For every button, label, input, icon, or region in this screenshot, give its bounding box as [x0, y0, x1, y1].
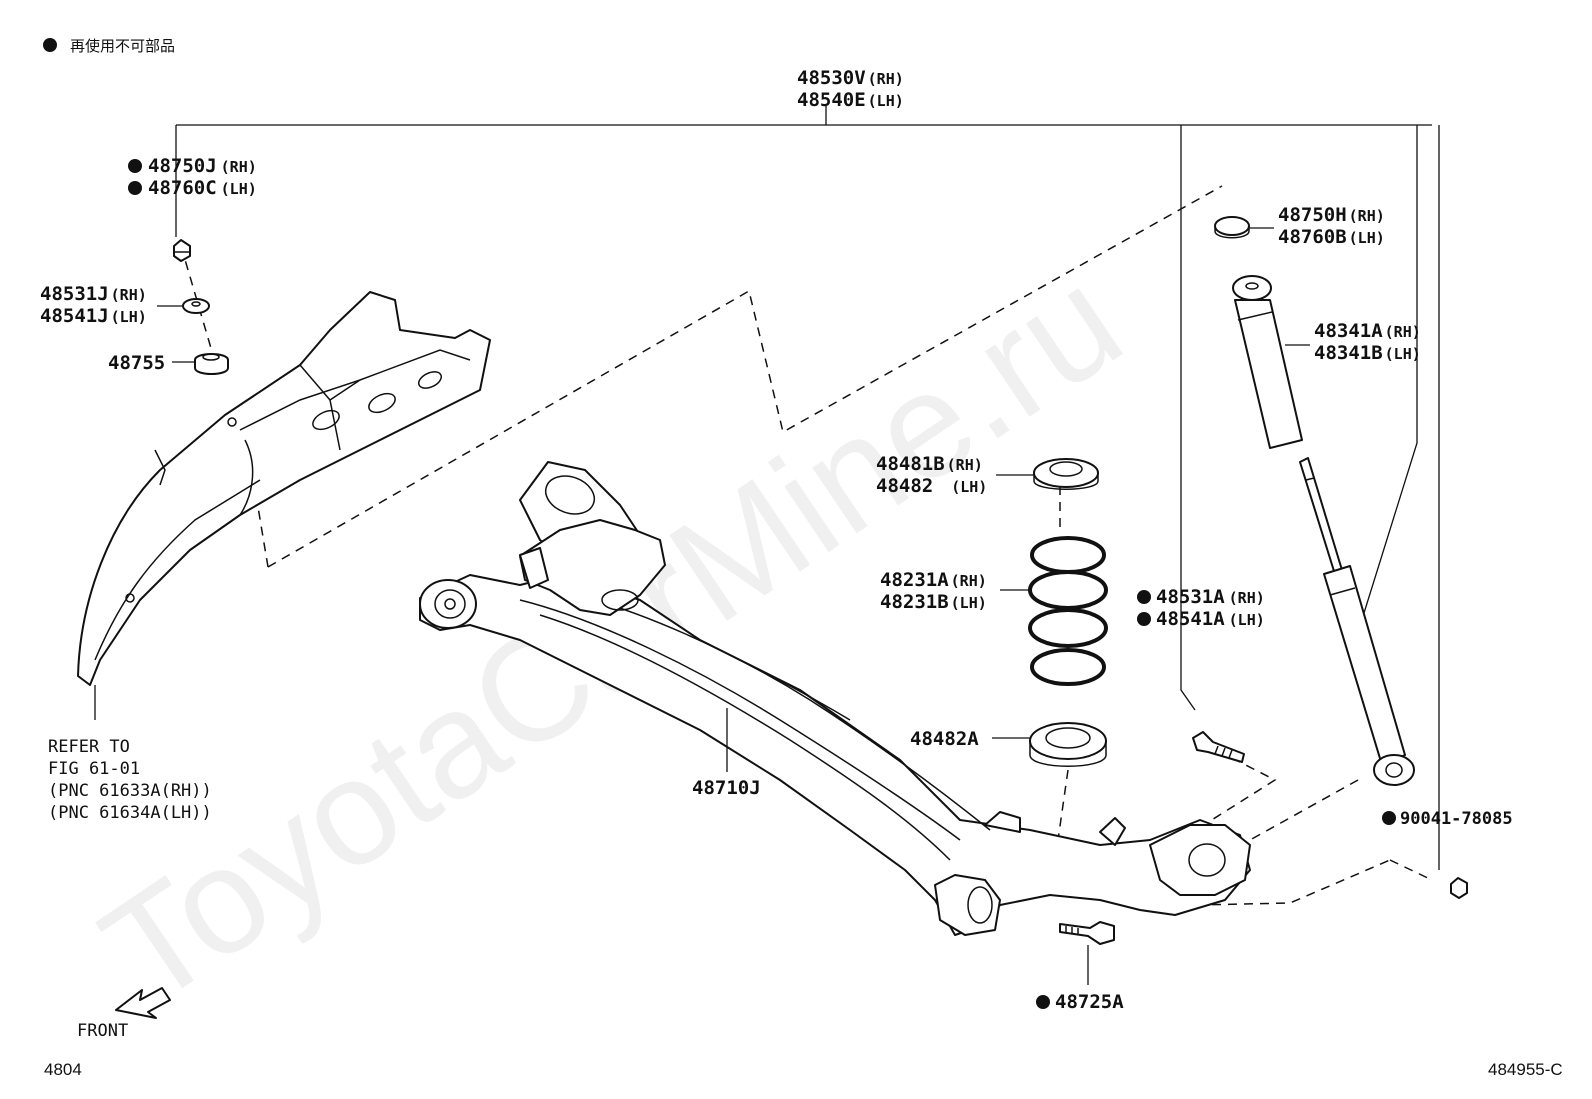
arm-assembly-bracket [175, 104, 1440, 870]
spring-lower-insulator [992, 722, 1107, 767]
label-bolt-lh: 48541A(LH) [1156, 608, 1265, 630]
reuse-dot-icon [1137, 590, 1151, 604]
label-boot-lh: 48341B(LH) [1314, 342, 1421, 364]
nut-48750j [173, 239, 191, 262]
label-insul-upper-lh: 48482(LH) [876, 475, 987, 497]
bolt-48531a [1192, 731, 1245, 763]
label-boot-rh: 48341A(RH) [1314, 320, 1421, 342]
torsion-beam [419, 461, 1251, 936]
label-refer-3: (PNC 61633A(RH)) [48, 781, 212, 801]
label-insul-lower: 48482A [910, 728, 979, 750]
washer-48531j [157, 298, 210, 314]
labels: 48530V(RH) 48540E(LH) 48750J(RH) 48760C(… [40, 67, 1563, 1079]
label-top-nut-rh: 48750H(RH) [1278, 204, 1385, 226]
underbody-panel [77, 291, 491, 720]
reuse-dot-icon [128, 159, 142, 173]
label-top-nut-lh: 48760B(LH) [1278, 226, 1385, 248]
label-spring-rh: 48231A(RH) [880, 569, 987, 591]
coil-spring [1000, 536, 1108, 686]
dust-boot [1232, 275, 1310, 449]
page-code: 4804 [44, 1060, 82, 1079]
label-spring-lh: 48231B(LH) [880, 591, 987, 613]
spring-upper-insulator [996, 458, 1099, 490]
legend-text: 再使用不可部品 [70, 37, 175, 55]
label-washer-lh: 48541J(LH) [40, 305, 147, 327]
reuse-dot-icon [128, 181, 142, 195]
dashed-guide-lines [180, 185, 1433, 906]
label-nut-rh: 48750J(RH) [148, 155, 257, 177]
label-refer-4: (PNC 61634A(LH)) [48, 803, 212, 823]
label-bolt-rh: 48531A(RH) [1156, 586, 1265, 608]
label-arm-rh: 48530V(RH) [797, 67, 904, 89]
label-beam: 48710J [692, 777, 761, 799]
figure-code: 484955-C [1488, 1060, 1563, 1079]
bushing-48755 [172, 353, 229, 375]
label-front: FRONT [77, 1021, 128, 1041]
label-bolt-beam: 48725A [1055, 991, 1124, 1013]
label-refer-2: FIG 61-01 [48, 759, 140, 779]
upper-nut-48750h [1214, 216, 1274, 239]
label-nut-lh: 48760C(LH) [148, 177, 257, 199]
reuse-dot-icon [1382, 811, 1396, 825]
label-washer-rh: 48531J(RH) [40, 283, 147, 305]
label-insul-upper-rh: 48481B(RH) [876, 453, 983, 475]
reuse-dot-icon [1036, 995, 1050, 1009]
shock-absorber [1299, 457, 1415, 786]
label-arm-lh: 48540E(LH) [797, 89, 904, 111]
label-bushing: 48755 [108, 352, 165, 374]
reuse-dot-icon [1137, 612, 1151, 626]
label-nut-shock: 90041-78085 [1400, 809, 1513, 829]
legend-dot-icon [43, 38, 57, 52]
bolt-48725a [1059, 921, 1115, 985]
nut-90041-78085 [1450, 877, 1468, 899]
front-arrow-icon [115, 987, 171, 1019]
legend: 再使用不可部品 [43, 37, 175, 55]
label-refer-1: REFER TO [48, 737, 130, 757]
